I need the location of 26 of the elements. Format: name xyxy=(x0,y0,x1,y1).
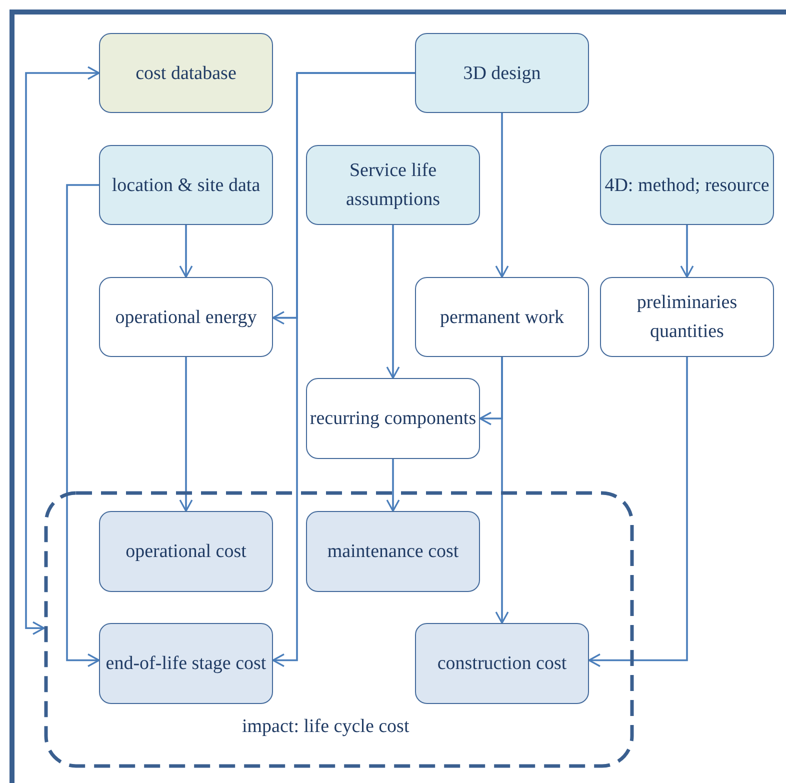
process-box: Service life assumptions xyxy=(306,145,480,225)
arrow xyxy=(179,357,193,512)
arrow xyxy=(680,225,694,278)
process-box: construction cost xyxy=(415,623,589,704)
process-box: location & site data xyxy=(99,145,273,225)
arrow xyxy=(588,357,688,668)
arrow xyxy=(66,184,100,668)
arrow xyxy=(495,357,509,624)
process-box: maintenance cost xyxy=(306,511,480,592)
arrow xyxy=(179,225,193,278)
arrow xyxy=(25,66,100,635)
process-box: 4D: method; resource xyxy=(600,145,774,225)
process-box: preliminaries quantities xyxy=(600,277,774,357)
process-box: permanent work xyxy=(415,277,589,357)
arrow xyxy=(272,72,415,668)
arrow xyxy=(386,225,400,379)
process-box: 3D design xyxy=(415,33,589,113)
process-box: operational cost xyxy=(99,511,273,592)
process-box: operational energy xyxy=(99,277,273,357)
process-box: end-of-life stage cost xyxy=(99,623,273,704)
arrow xyxy=(386,459,400,512)
region-label: impact: life cycle cost xyxy=(242,716,410,738)
arrow xyxy=(495,113,509,278)
dashed-region xyxy=(44,491,634,768)
process-box: cost database xyxy=(99,33,273,113)
process-box: recurring components xyxy=(306,378,480,459)
